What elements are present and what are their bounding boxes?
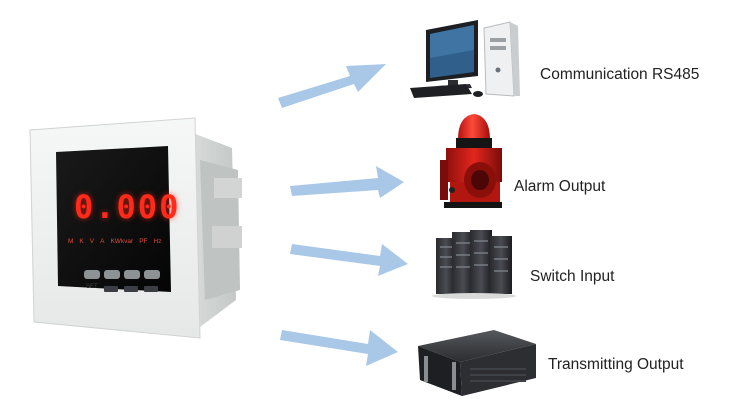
- meter-button-3[interactable]: [124, 270, 140, 279]
- unit-label: PF: [139, 238, 148, 245]
- arrow-group: [278, 64, 408, 366]
- rack-3: [470, 230, 492, 294]
- alarm-siren-icon: [440, 114, 502, 208]
- pc-tower-side: [510, 22, 520, 96]
- power-meter: [29, 117, 242, 339]
- meter-button-2[interactable]: [104, 270, 120, 279]
- right-key-icon: [144, 286, 158, 292]
- meter-clip-bottom: [212, 226, 242, 248]
- meter-display-window: [56, 146, 171, 292]
- chassis-top: [418, 330, 536, 362]
- unit-label: K: [79, 238, 84, 245]
- unit-label: A: [100, 238, 105, 245]
- power-button-icon: [495, 67, 501, 73]
- unit-label: Hz: [153, 238, 162, 245]
- pc-tower: [483, 21, 515, 97]
- computer-icon: [410, 20, 520, 98]
- arrow-to-communication: [278, 64, 386, 108]
- beacon-base: [456, 138, 492, 148]
- meter-clip-top: [214, 178, 242, 198]
- output-label-transmitting: Transmitting Output: [548, 356, 684, 373]
- chassis-handle-left: [424, 356, 428, 382]
- enter-key-icon: [104, 286, 118, 292]
- rack-2: [452, 232, 474, 294]
- siren-horn-inner: [471, 170, 489, 190]
- meter-button-row: [84, 270, 160, 292]
- chassis-handle-right: [452, 362, 456, 390]
- rack-shadow: [432, 293, 516, 299]
- output-label-switch: Switch Input: [530, 268, 615, 285]
- rack-vents: [440, 240, 508, 272]
- siren-bracket: [440, 160, 448, 200]
- siren-foot: [444, 202, 502, 208]
- unit-label: V: [89, 238, 95, 245]
- server-rack-icon: [432, 230, 516, 299]
- left-key-icon: [124, 286, 138, 292]
- unit-label: M: [68, 238, 74, 245]
- monitor-stand: [448, 80, 458, 86]
- mouse-icon: [473, 91, 483, 97]
- set-button-label: SET: [86, 284, 98, 290]
- arrow-to-transmitting: [280, 330, 398, 366]
- meter-unit-labels: M K V A KWkvar PF Hz: [68, 238, 168, 245]
- meter-display-reading: 0.000: [74, 188, 181, 226]
- drive-bay-2: [490, 46, 506, 50]
- output-label-communication: Communication RS485: [540, 66, 700, 83]
- monitor-screen-glare: [430, 25, 474, 58]
- keyboard-icon: [410, 84, 472, 98]
- meter-button-4[interactable]: [144, 270, 160, 279]
- unit-label: KWkvar: [110, 238, 134, 245]
- meter-button-1[interactable]: [84, 270, 100, 279]
- beacon-dome: [458, 114, 490, 140]
- arrow-to-switch: [290, 244, 408, 276]
- siren-bolt: [449, 187, 455, 193]
- chassis-vents: [470, 368, 526, 382]
- output-label-alarm: Alarm Output: [514, 178, 606, 195]
- chassis-front: [418, 346, 462, 396]
- industrial-chassis-icon: [418, 330, 536, 396]
- arrow-to-alarm: [290, 166, 404, 198]
- drive-bay-1: [490, 38, 506, 42]
- rack-4: [490, 236, 512, 294]
